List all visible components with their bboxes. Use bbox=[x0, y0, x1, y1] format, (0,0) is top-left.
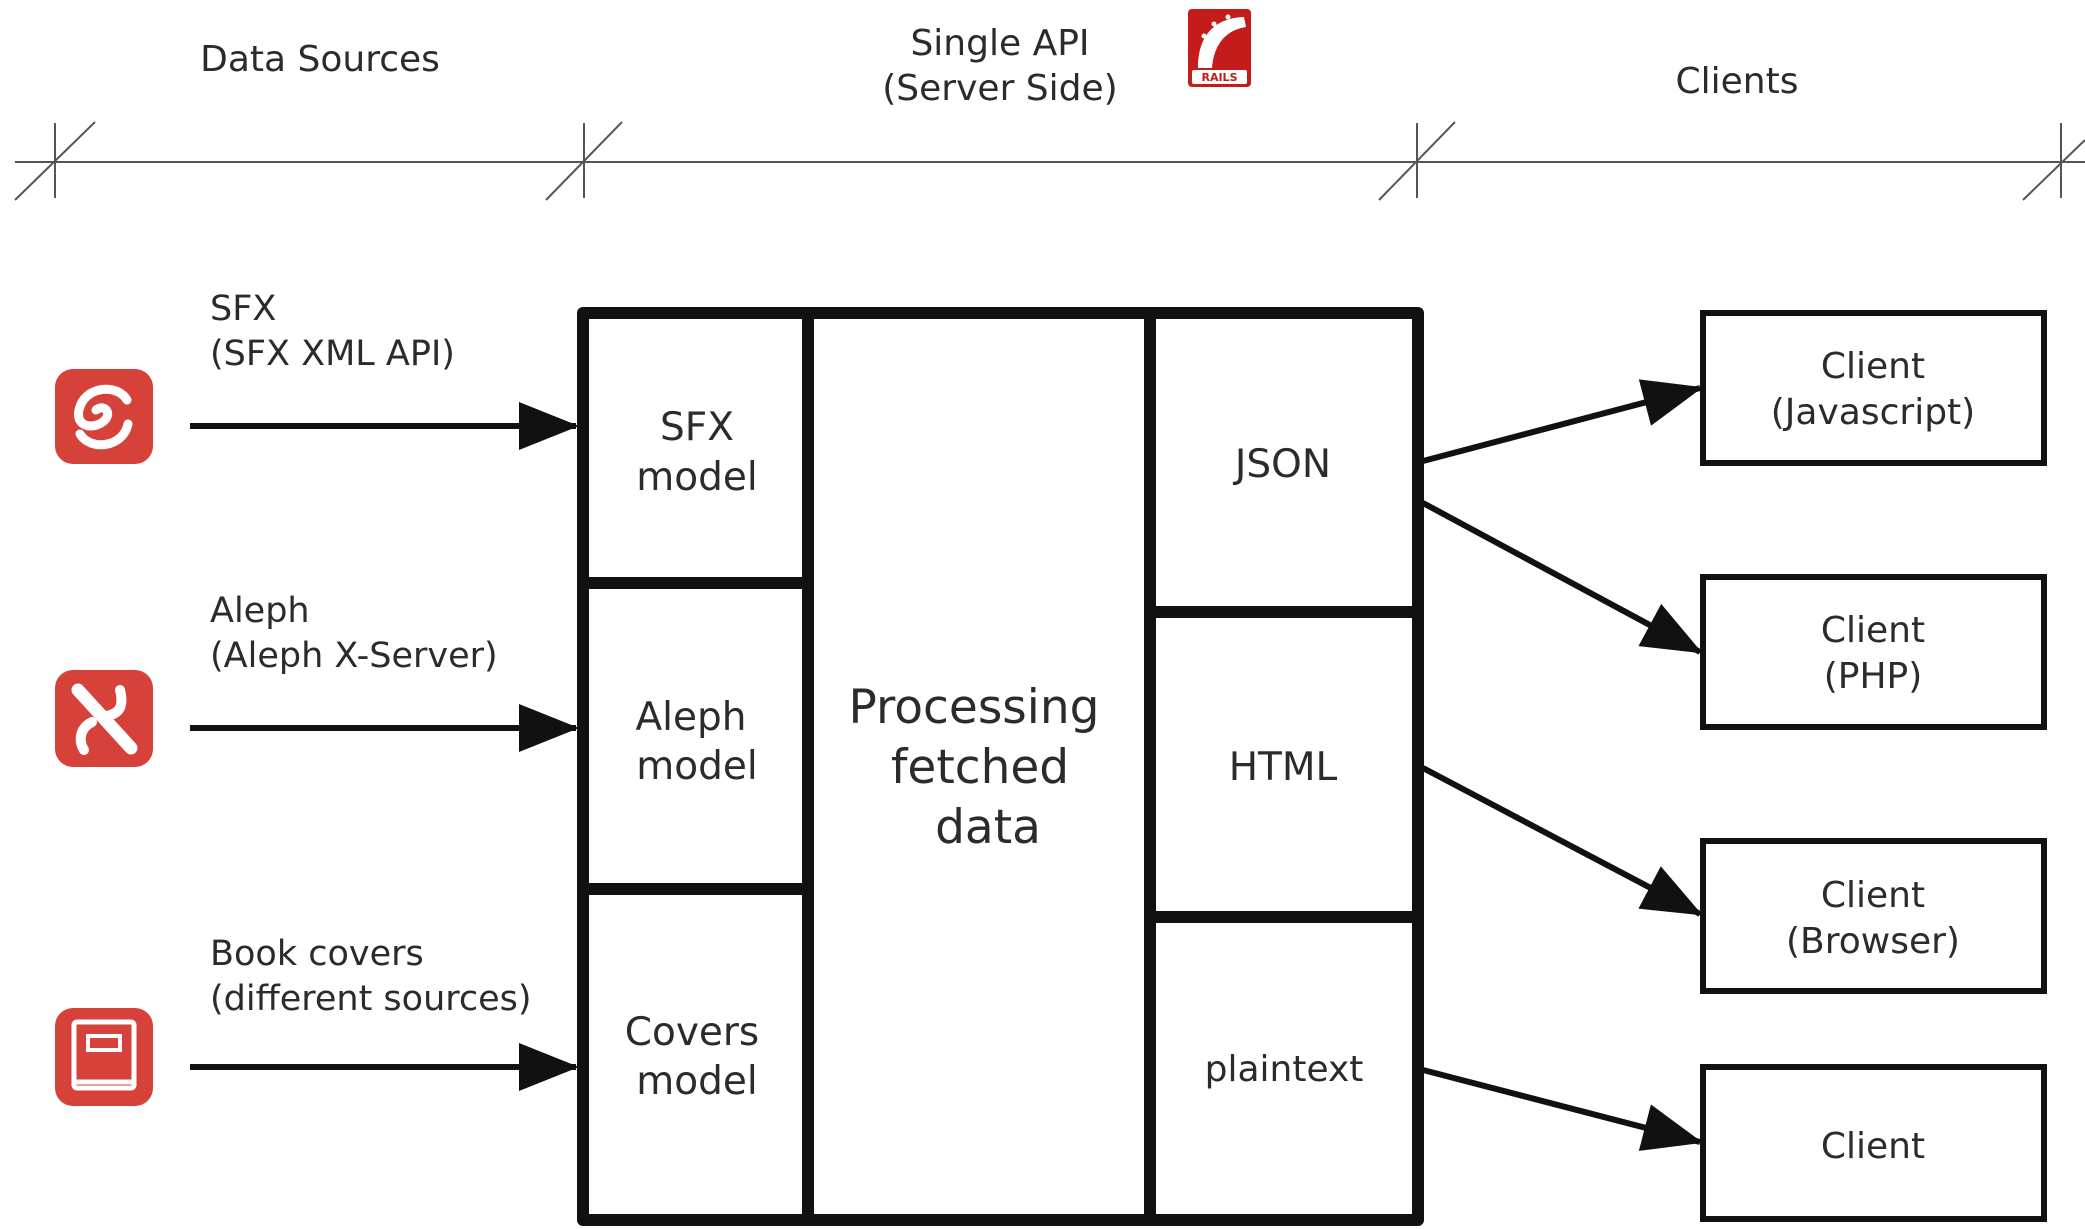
arrow-plaintext-to-client bbox=[1422, 1067, 1703, 1151]
client-php-line2: (PHP) bbox=[1824, 656, 1923, 697]
timeline-tick bbox=[1378, 121, 1456, 201]
header-timeline bbox=[14, 121, 2085, 201]
processing-line1: Processing bbox=[849, 680, 1100, 735]
book-icon bbox=[55, 1008, 153, 1106]
header-data-sources: Data Sources bbox=[200, 39, 440, 80]
source-covers-subtitle: (different sources) bbox=[210, 979, 532, 1019]
header-clients: Clients bbox=[1676, 61, 1799, 102]
source-aleph-title: Aleph bbox=[210, 591, 310, 631]
client-box-generic bbox=[1700, 1064, 2047, 1222]
aleph-letter-icon bbox=[55, 670, 153, 767]
model-aleph-line2: model bbox=[636, 744, 757, 789]
header-server-side: (Server Side) bbox=[882, 68, 1117, 109]
client-box-javascript bbox=[1700, 310, 2047, 466]
source-sfx-title: SFX bbox=[210, 289, 276, 329]
processing-line3: data bbox=[935, 800, 1041, 855]
model-aleph-line1: Aleph bbox=[636, 695, 747, 740]
client-php-line1: Client bbox=[1821, 610, 1925, 651]
processing-line2: fetched bbox=[891, 740, 1069, 795]
api-box bbox=[577, 307, 1424, 1226]
client-javascript-line1: Client bbox=[1821, 346, 1925, 387]
format-plaintext: plaintext bbox=[1205, 1049, 1364, 1090]
source-covers-title: Book covers bbox=[210, 934, 424, 974]
timeline-tick bbox=[2022, 123, 2085, 201]
rails-logo-text: RAILS bbox=[1201, 71, 1237, 84]
client-javascript-line2: (Javascript) bbox=[1771, 392, 1975, 433]
timeline-tick bbox=[14, 121, 96, 201]
format-html: HTML bbox=[1229, 745, 1338, 790]
sfx-swirl-icon bbox=[55, 369, 153, 464]
client-box-php bbox=[1700, 574, 2047, 730]
source-aleph-subtitle: (Aleph X-Server) bbox=[210, 636, 498, 676]
client-browser-line2: (Browser) bbox=[1786, 921, 1960, 962]
model-covers-line1: Covers bbox=[625, 1010, 760, 1055]
source-sfx-subtitle: (SFX XML API) bbox=[210, 334, 455, 374]
format-json: JSON bbox=[1232, 442, 1331, 487]
model-sfx-line1: SFX bbox=[660, 405, 734, 450]
arrow-json-to-client-php bbox=[1421, 500, 1703, 655]
client-box-browser bbox=[1700, 838, 2047, 994]
client-browser-line1: Client bbox=[1821, 875, 1925, 916]
header-single-api: Single API bbox=[910, 23, 1089, 64]
model-covers-line2: model bbox=[636, 1059, 757, 1104]
rails-logo: RAILS bbox=[1188, 9, 1251, 87]
timeline-tick bbox=[545, 121, 623, 201]
arrow-html-to-client-browser bbox=[1421, 765, 1703, 917]
model-sfx-line2: model bbox=[636, 455, 757, 500]
arrow-json-to-client-javascript bbox=[1422, 379, 1703, 464]
client-generic-line1: Client bbox=[1821, 1126, 1925, 1167]
